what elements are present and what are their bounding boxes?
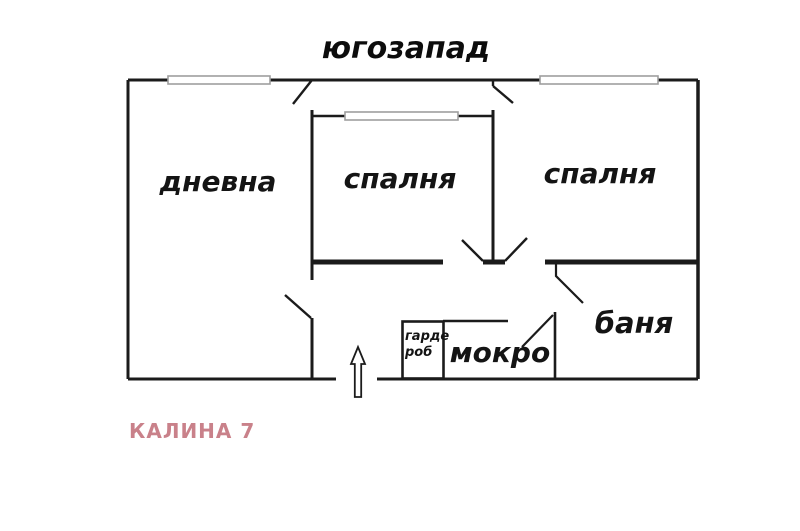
room-label-living: дневна: [159, 165, 277, 198]
door-leaf-corridor-right: [504, 237, 528, 262]
brand-label: КАЛИНА 7: [129, 419, 255, 443]
room-label-wetroom: мокро: [450, 336, 550, 369]
entrance-arrow-icon: [349, 344, 367, 398]
window-living: [167, 75, 271, 85]
room-label-bedroom-middle: спалня: [344, 162, 457, 195]
window-bedroom-right: [539, 75, 659, 85]
door-leaf-wetroom: [521, 314, 554, 348]
room-label-bedroom-right: спалня: [544, 157, 657, 190]
door-leaf-living: [284, 294, 312, 319]
door-leaf-corridor-left: [461, 239, 484, 262]
room-label-wardrobe-line2: роб: [404, 345, 432, 360]
door-leaf-bathroom: [554, 264, 584, 304]
window-bedroom-middle: [344, 111, 459, 121]
room-label-bathroom: баня: [595, 306, 673, 340]
door-leaf-bedroom-balcony: [492, 85, 514, 104]
room-label-wardrobe-line1: гарде: [405, 329, 449, 344]
plan-title: югозапад: [322, 31, 490, 66]
wardrobe-box: [401, 320, 445, 380]
door-leaf-living-balcony: [292, 79, 313, 105]
